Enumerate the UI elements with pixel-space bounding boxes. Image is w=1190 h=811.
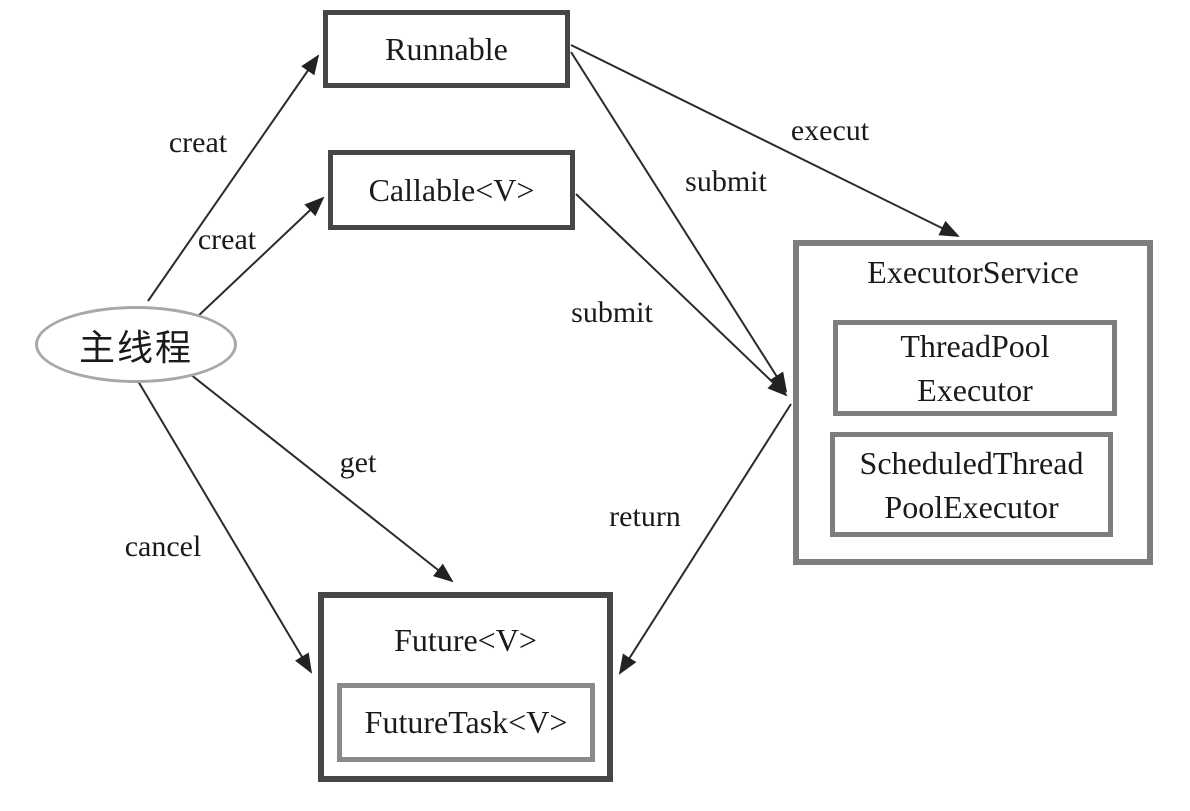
node-callable: Callable<V> — [328, 150, 575, 230]
edge-label-submit-runnable: submit — [685, 165, 767, 198]
arrow-creat-runnable — [147, 54, 320, 302]
main-thread-label: 主线程 — [78, 327, 193, 368]
arrow-get — [189, 373, 454, 583]
node-runnable: Runnable — [323, 10, 570, 88]
future-task-label: FutureTask<V> — [364, 704, 568, 740]
scheduled-thread-pool-executor-line2: PoolExecutor — [884, 488, 1059, 525]
node-thread-pool-executor: ThreadPool Executor — [833, 320, 1117, 416]
edge-label-get: get — [339, 446, 377, 479]
executor-service-label: ExecutorService — [867, 254, 1079, 290]
arrow-submit-runnable — [570, 51, 788, 393]
arrow-cancel — [137, 380, 313, 674]
arrow-execut — [570, 44, 960, 237]
runnable-label: Runnable — [385, 30, 508, 67]
edge-label-cancel: cancel — [124, 530, 202, 563]
edge-label-creat-runnable: creat — [168, 126, 228, 159]
node-main-thread: 主线程 — [35, 306, 237, 383]
scheduled-thread-pool-executor-line1: ScheduledThread — [859, 444, 1084, 481]
thread-pool-executor-line2: Executor — [917, 372, 1033, 408]
node-scheduled-thread-pool-executor: ScheduledThread PoolExecutor — [830, 432, 1113, 537]
arrow-submit-callable — [575, 193, 788, 397]
edge-label-return: return — [609, 500, 681, 533]
thread-pool-executor-label: ThreadPool Executor — [900, 324, 1049, 412]
edge-label-submit-callable: submit — [571, 296, 653, 329]
callable-label: Callable<V> — [368, 171, 535, 208]
thread-pool-executor-line1: ThreadPool — [900, 328, 1050, 364]
node-future-task: FutureTask<V> — [337, 683, 595, 762]
edge-label-creat-callable: creat — [197, 223, 257, 256]
arrow-creat-callable — [195, 196, 325, 319]
scheduled-thread-pool-executor-label: ScheduledThread PoolExecutor — [860, 441, 1084, 529]
arrow-return — [618, 403, 792, 675]
edge-label-execut: execut — [790, 114, 870, 147]
future-label: Future<V> — [394, 622, 537, 658]
